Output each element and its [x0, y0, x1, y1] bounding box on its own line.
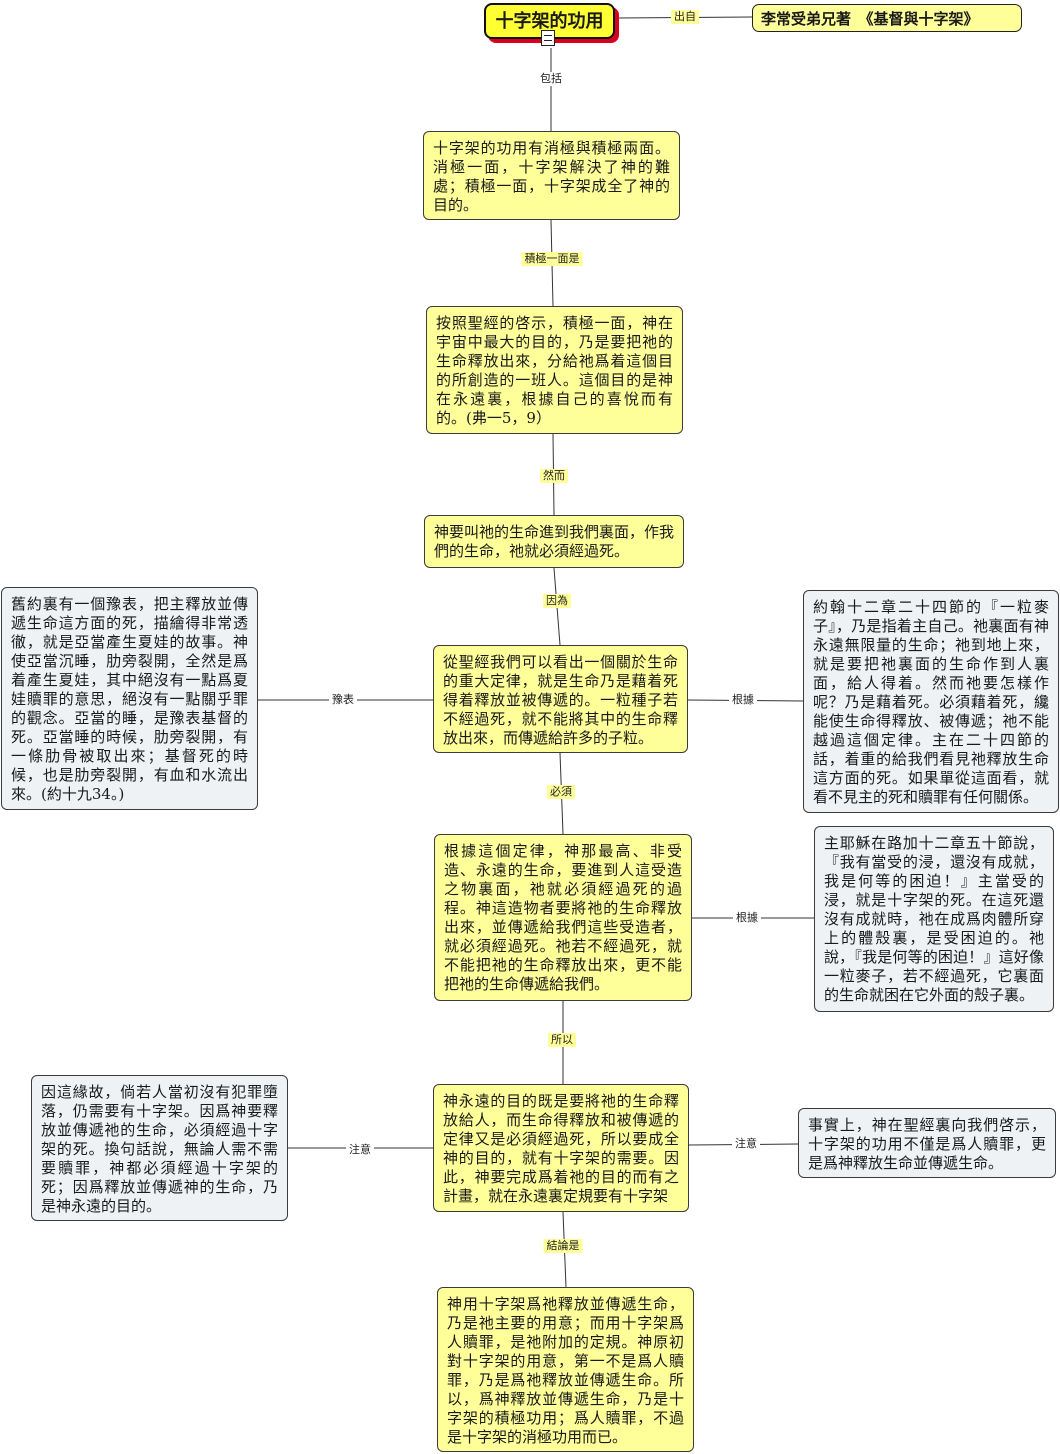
- node-text: 事實上，神在聖經裏向我們啓示，十字架的功用不僅是爲人贖罪，更是爲神釋放生命並傳遞…: [808, 1116, 1046, 1172]
- node-text: 神永遠的目的既是要將祂的生命釋放給人，而生命得釋放和被傳遞的定律又是必須經過死，…: [443, 1092, 679, 1205]
- node-text: 神要叫祂的生命進到我們裏面，作我們的生命，祂就必須經過死。: [434, 523, 675, 560]
- node-text: 根據這個定律，神那最高、非受造、永遠的生命，要進到人這受造之物裏面，祂就必須經過…: [444, 842, 682, 993]
- node-grain-of-wheat[interactable]: 約翰十二章二十四節的『一粒麥子』，乃是指着主自己。祂裏面有神永遠無限量的生命；祂…: [803, 590, 1059, 813]
- link-label-note-left: 注意: [346, 1143, 374, 1157]
- root-title: 十字架的功用: [495, 11, 604, 32]
- node-text: 約翰十二章二十四節的『一粒麥子』，乃是指着主自己。祂裏面有神永遠無限量的生命；祂…: [813, 598, 1049, 806]
- node-even-without-fall[interactable]: 因這緣故，倘若人當初沒有犯罪墮落，仍需要有十字架。因爲神要釋放並傳遞祂的生命，必…: [31, 1075, 288, 1221]
- node-conclusion[interactable]: 神用十字架爲祂釋放並傳遞生命，乃是祂主要的用意；而用十字架爲人贖罪，是祂附加的定…: [437, 1287, 694, 1452]
- node-text: 從聖經我們可以看出一個關於生命的重大定律，就是生命乃是藉着死得着釋放並被傳遞的。…: [443, 653, 678, 747]
- link-label-because: 因為: [543, 594, 571, 608]
- link-label-therefore: 所以: [548, 1033, 576, 1047]
- node-in-fact[interactable]: 事實上，神在聖經裏向我們啓示，十字架的功用不僅是爲人贖罪，更是爲神釋放生命並傳遞…: [798, 1108, 1056, 1178]
- link-label-must: 必須: [547, 785, 575, 799]
- node-law-of-life[interactable]: 從聖經我們可以看出一個關於生命的重大定律，就是生命乃是藉着死得着釋放並被傳遞的。…: [433, 645, 688, 753]
- node-baptism-constrained[interactable]: 主耶穌在路加十二章五十節說，『我有當受的浸，還沒有成就，我是何等的困迫！』主當受…: [814, 826, 1054, 1012]
- link-label-includes: 包括: [537, 72, 565, 86]
- node-function-two-sides[interactable]: 十字架的功用有消極與積極兩面。消極一面，十字架解決了神的難處；積極一面，十字架成…: [423, 131, 680, 220]
- node-text: 因這緣故，倘若人當初沒有犯罪墮落，仍需要有十字架。因爲神要釋放並傳遞祂的生命，必…: [41, 1083, 278, 1215]
- link-label-note-right: 注意: [732, 1137, 760, 1151]
- node-text: 按照聖經的啓示，積極一面，神在宇宙中最大的目的，乃是要把祂的生命釋放出來，分給祂…: [436, 314, 673, 427]
- node-according-to-law[interactable]: 根據這個定律，神那最高、非受造、永遠的生命，要進到人這受造之物裏面，祂就必須經過…: [434, 834, 692, 1001]
- link-label-conclusion: 結論是: [543, 1239, 583, 1253]
- node-must-pass-death[interactable]: 神要叫祂的生命進到我們裏面，作我們的生命，祂就必須經過死。: [424, 515, 684, 568]
- link-label-source: 出自: [671, 10, 699, 24]
- source-node[interactable]: 李常受弟兄著 《基督與十字架》: [752, 4, 1022, 32]
- node-positive-purpose[interactable]: 按照聖經的啓示，積極一面，神在宇宙中最大的目的，乃是要把祂的生命釋放出來，分給祂…: [426, 306, 683, 434]
- node-text: 十字架的功用有消極與積極兩面。消極一面，十字架解決了神的難處；積極一面，十字架成…: [433, 139, 670, 214]
- source-text: 李常受弟兄著 《基督與十字架》: [761, 10, 979, 28]
- link-label-however: 然而: [540, 469, 568, 483]
- note-icon[interactable]: [541, 30, 555, 46]
- link-label-positive-side: 積極一面是: [521, 252, 583, 266]
- node-need-of-cross[interactable]: 神永遠的目的既是要將祂的生命釋放給人，而生命得釋放和被傳遞的定律又是必須經過死，…: [433, 1084, 689, 1212]
- node-text: 主耶穌在路加十二章五十節說，『我有當受的浸，還沒有成就，我是何等的困迫！』主當受…: [824, 834, 1044, 1004]
- node-text: 舊約裏有一個豫表，把主釋放並傳遞生命這方面的死，描繪得非常透徹，就是亞當產生夏娃…: [11, 595, 248, 803]
- node-type-adam-eve[interactable]: 舊約裏有一個豫表，把主釋放並傳遞生命這方面的死，描繪得非常透徹，就是亞當產生夏娃…: [1, 587, 258, 810]
- link-label-type: 豫表: [329, 693, 357, 707]
- node-text: 神用十字架爲祂釋放並傳遞生命，乃是祂主要的用意；而用十字架爲人贖罪，是祂附加的定…: [447, 1295, 684, 1446]
- link-label-basis-1: 根據: [729, 693, 757, 707]
- link-label-basis-2: 根據: [733, 911, 761, 925]
